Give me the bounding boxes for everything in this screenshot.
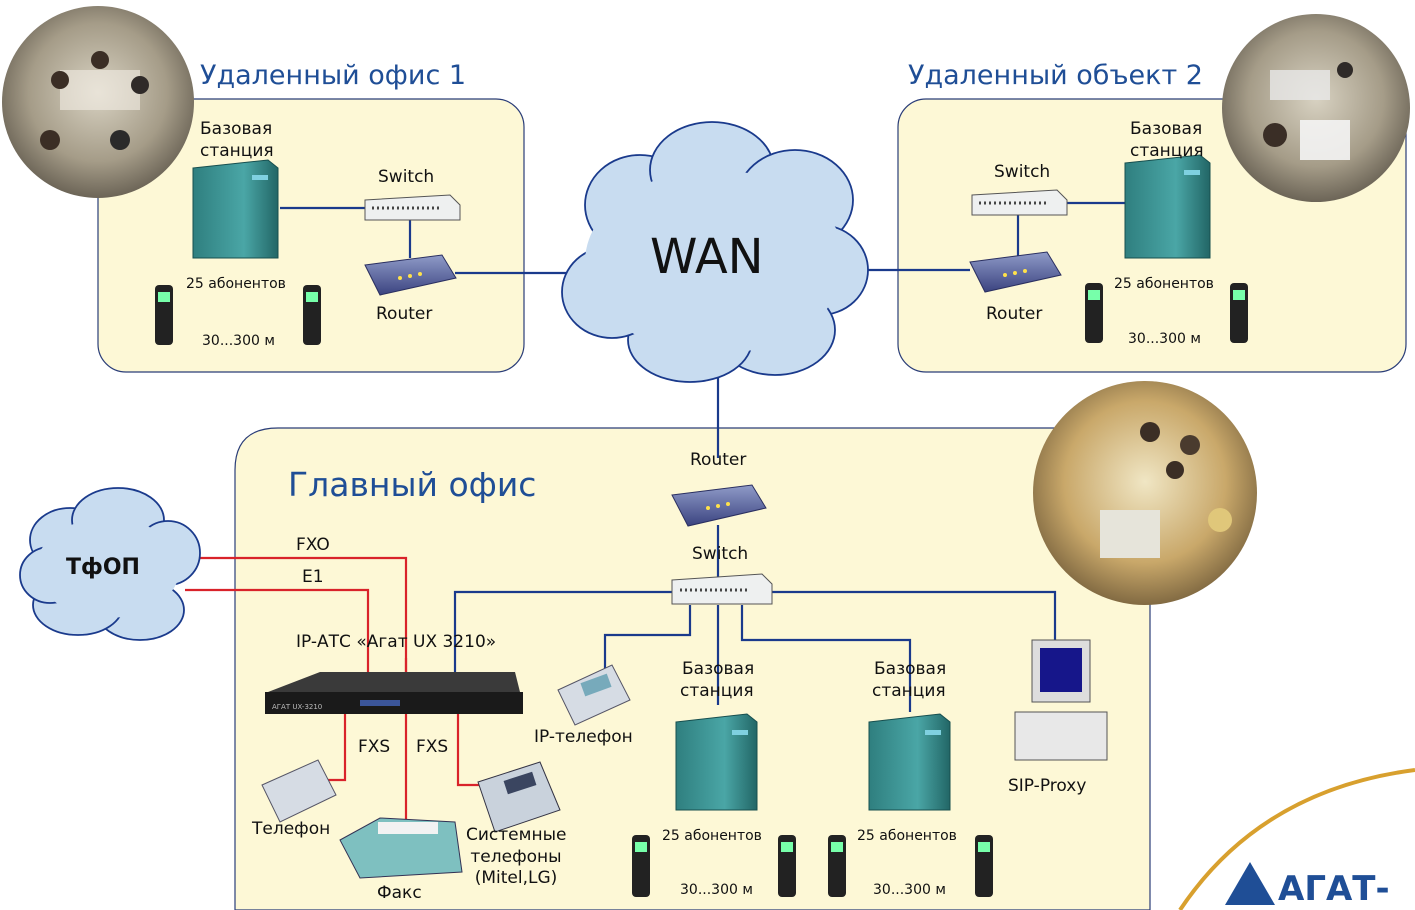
sip-proxy-label: SIP-Proxy <box>1008 776 1087 796</box>
office-photo-2 <box>1222 14 1410 202</box>
agat-logo: АГАТ- <box>1178 768 1415 910</box>
base-station-icon <box>868 713 951 811</box>
fax-icon <box>339 817 463 879</box>
router-icon <box>671 484 767 527</box>
base-station-label: Базовая <box>1130 119 1203 139</box>
base-station-icon <box>675 713 758 811</box>
base-station-label: станция <box>1130 141 1204 161</box>
router-label: Router <box>690 450 747 470</box>
switch-icon <box>671 573 773 605</box>
router-icon <box>364 254 457 296</box>
fax-label: Факс <box>377 883 422 903</box>
router-label: Router <box>376 304 433 324</box>
range-label: 30...300 м <box>680 882 753 898</box>
router-label: Router <box>986 304 1043 324</box>
switch-icon <box>364 194 461 221</box>
router-icon <box>969 251 1062 293</box>
ip-pbx-label: IP-АТС «Агат UX 3210» <box>296 632 497 652</box>
base-station-label: Базовая <box>874 659 947 679</box>
office-photo-1 <box>2 6 194 198</box>
handset-icon <box>975 835 993 897</box>
fxs-label: FXS <box>358 737 391 757</box>
handset-icon <box>1230 283 1248 343</box>
base-station-label: станция <box>872 681 946 701</box>
range-label: 30...300 м <box>202 333 275 349</box>
base-station-label: станция <box>680 681 754 701</box>
subscribers-label: 25 абонентов <box>1114 276 1214 292</box>
switch-icon <box>971 189 1068 216</box>
subscribers-label: 25 абонентов <box>857 828 957 844</box>
e1-label: E1 <box>302 567 324 587</box>
handset-icon <box>632 835 650 897</box>
fxo-label: FXO <box>296 535 330 555</box>
office-photo-3 <box>1033 381 1257 605</box>
logo-text: АГАТ- <box>1278 869 1390 909</box>
sip-proxy-icon <box>1014 639 1108 761</box>
range-label: 30...300 м <box>873 882 946 898</box>
remote-office-1-title: Удаленный офис 1 <box>200 60 467 91</box>
system-phone-icon <box>477 761 561 833</box>
ip-phone-icon <box>557 664 631 726</box>
switch-label: Switch <box>378 167 435 187</box>
phone-icon <box>261 759 337 823</box>
wan-label: WAN <box>650 229 764 285</box>
ip-phone-label: IP-телефон <box>534 727 633 747</box>
base-station-icon <box>1124 154 1211 259</box>
switch-label: Switch <box>994 162 1051 182</box>
phone-label: Телефон <box>252 819 331 839</box>
subscribers-label: 25 абонентов <box>662 828 762 844</box>
switch-label: Switch <box>692 544 749 564</box>
system-phones-label: телефоны <box>470 847 562 867</box>
base-station-icon <box>192 159 279 259</box>
subscribers-label: 25 абонентов <box>186 276 286 292</box>
main-office-title: Главный офис <box>288 465 537 504</box>
network-links <box>280 201 1125 712</box>
handset-icon <box>778 835 796 897</box>
ip-pbx-icon: АГАТ UX-3210 <box>265 672 523 714</box>
handset-icon <box>1085 283 1103 343</box>
base-station-label: Базовая <box>682 659 755 679</box>
fxs-label: FXS <box>416 737 449 757</box>
range-label: 30...300 м <box>1128 331 1201 347</box>
remote-office-2-title: Удаленный объект 2 <box>908 60 1203 91</box>
pstn-cloud <box>19 487 201 641</box>
handset-icon <box>155 285 173 345</box>
system-phones-label: Системные <box>466 825 567 845</box>
wan-cloud <box>561 121 869 383</box>
ip-pbx-panel-text: АГАТ UX-3210 <box>272 703 322 711</box>
base-station-label: Базовая <box>200 119 273 139</box>
handset-icon <box>303 285 321 345</box>
base-station-label: станция <box>200 141 274 161</box>
system-phones-label: (Mitel,LG) <box>474 868 558 888</box>
handset-icon <box>828 835 846 897</box>
pstn-label: ТфОП <box>66 555 140 580</box>
